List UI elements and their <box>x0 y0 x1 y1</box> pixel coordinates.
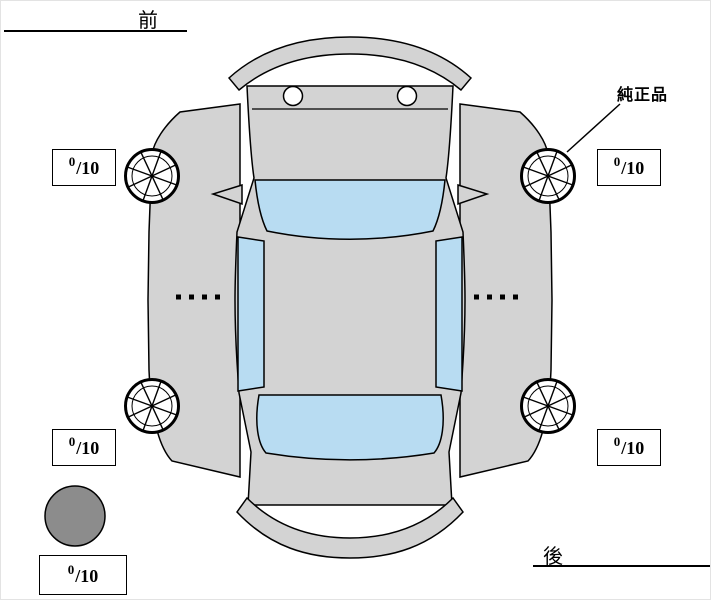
rear-label: 後 <box>543 546 563 568</box>
tread-value: 0 <box>613 434 621 449</box>
tread-max: /10 <box>621 438 645 458</box>
tread-depth-front-left: 0 /10 <box>52 149 116 186</box>
tread-value: 0 <box>68 434 76 449</box>
tread-max: /10 <box>621 158 645 178</box>
tread-depth-front-right: 0 /10 <box>597 149 661 186</box>
rear-bumper <box>236 496 464 559</box>
right-mirror <box>457 183 490 206</box>
tread-depth-rear-right: 0 /10 <box>597 429 661 466</box>
right-side-panel <box>459 103 553 478</box>
right-window-glass <box>435 236 463 392</box>
windshield-glass <box>254 179 446 240</box>
left-side-panel <box>147 103 241 478</box>
wheel-rear-right <box>520 378 576 434</box>
tread-depth-rear-left: 0 /10 <box>52 429 116 466</box>
front-bumper <box>227 36 473 92</box>
wheel-front-right <box>520 148 576 204</box>
wheel-front-left <box>124 148 180 204</box>
genuine-part-label: 純正品 <box>617 87 669 104</box>
hood-left-circle <box>282 85 304 107</box>
tread-max: /10 <box>76 158 100 178</box>
tread-value: 0 <box>68 154 76 169</box>
tread-value: 0 <box>613 154 621 169</box>
left-window-glass <box>237 236 265 392</box>
front-label: 前 <box>138 10 158 32</box>
hood-right-circle <box>396 85 418 107</box>
genuine-part-pointer-line <box>566 103 621 153</box>
spare-tire-circle <box>44 485 106 547</box>
tread-value: 0 <box>67 561 75 577</box>
left-mirror <box>210 183 243 206</box>
wheel-rear-left <box>124 378 180 434</box>
tread-max: /10 <box>76 438 100 458</box>
tread-max: /10 <box>75 565 99 586</box>
rear-window-glass <box>256 394 444 461</box>
tread-depth-spare: 0 /10 <box>39 555 127 595</box>
